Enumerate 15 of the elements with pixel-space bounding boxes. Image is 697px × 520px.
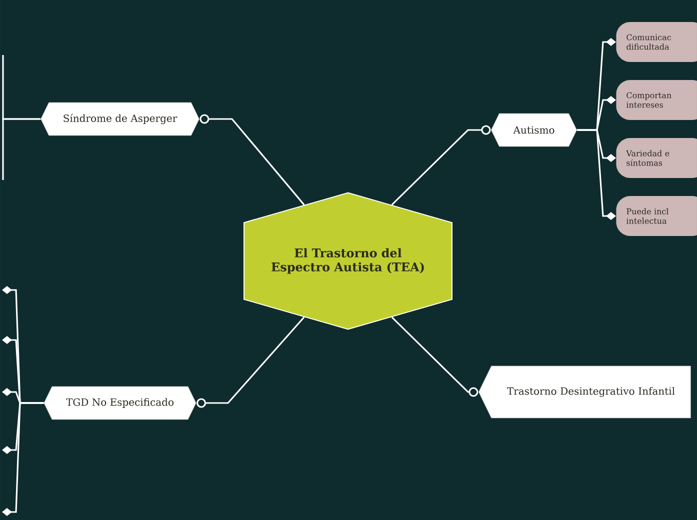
- connector: [2, 118, 41, 180]
- subtopic-box: Comportan intereses: [616, 80, 697, 120]
- connector: [200, 114, 305, 206]
- topic-box: TGD No Especificado: [44, 386, 196, 420]
- topic-box: Trastorno Desintegrativo Infantil: [478, 366, 691, 418]
- topic-box: Autismo: [491, 113, 577, 147]
- subtopic-box: Puede incl intelectua: [616, 196, 697, 236]
- connector: [391, 125, 491, 206]
- connector: [196, 316, 305, 408]
- topic-box: Síndrome de Asperger: [40, 102, 200, 136]
- connector: [577, 129, 616, 220]
- connector: [391, 316, 478, 397]
- subtopic-box: Variedad e síntomas: [616, 138, 697, 178]
- subtopic-box: Comunicac dificultada: [616, 22, 697, 62]
- central-topic-hexagon: El Trastorno del Espectro Autista (TEA): [244, 192, 452, 330]
